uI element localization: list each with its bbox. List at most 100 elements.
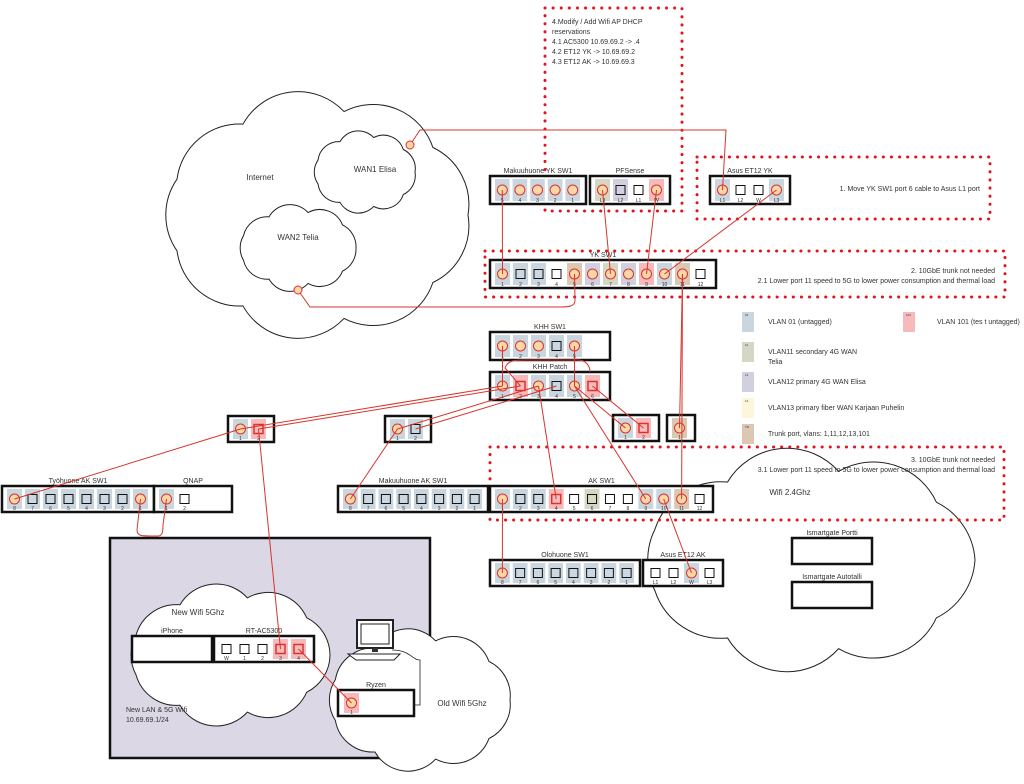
- port-label: 2: [642, 435, 645, 441]
- port: 3: [583, 563, 599, 586]
- port: 5: [569, 494, 580, 512]
- port-socket-icon: [27, 494, 38, 504]
- port-label: 5: [67, 506, 70, 512]
- device-title: Ryzen: [366, 682, 386, 689]
- port: 8: [7, 489, 22, 512]
- internet-cloud-label: Internet: [246, 173, 274, 182]
- lan-area-label: New LAN & 5G Wifi: [126, 707, 188, 714]
- port-socket-icon: [239, 644, 250, 654]
- port: 2: [513, 263, 528, 288]
- device-title: RT-AC5300: [246, 628, 283, 635]
- port-label: 2: [554, 198, 557, 204]
- port: 4: [291, 639, 306, 662]
- port: 3: [531, 335, 546, 360]
- device-box: [130, 634, 214, 664]
- port-socket-icon: [569, 494, 580, 504]
- port-label: 1: [139, 506, 142, 512]
- wan-modem-port-icon: [405, 140, 415, 150]
- port: 2: [257, 644, 268, 662]
- device-title: iPhone: [161, 628, 183, 635]
- port-label: L3: [774, 198, 780, 204]
- port-label: 1: [165, 506, 168, 512]
- port: 1: [344, 693, 359, 716]
- port: 4: [549, 335, 564, 360]
- port-label: 3: [103, 506, 106, 512]
- legend-swatch: [742, 312, 754, 332]
- cable: [240, 385, 503, 430]
- port-socket-icon: [515, 269, 526, 279]
- port-socket-icon: [694, 494, 705, 504]
- port-label: 1: [625, 580, 628, 586]
- port: 3: [531, 263, 546, 288]
- port-label: 3: [537, 354, 540, 360]
- port: W: [684, 563, 699, 586]
- port-connected-icon: [533, 340, 544, 352]
- port: 7: [512, 563, 528, 586]
- port-label: W: [224, 656, 229, 662]
- legend-tag: 11: [745, 343, 748, 347]
- port: 1: [390, 419, 405, 442]
- wan-modem-port-icon: [293, 285, 303, 295]
- port-label: 3: [279, 656, 282, 662]
- device-portti: Ismartgate Portti: [790, 530, 874, 566]
- note-yk-trunk-line: 2. 10GbE trunk not needed: [911, 268, 995, 275]
- port-label: 6: [49, 506, 52, 512]
- port-socket-icon: [257, 644, 268, 654]
- port: L3: [704, 568, 715, 586]
- port: 1: [618, 418, 633, 441]
- port: 3: [530, 489, 546, 512]
- port: 2: [115, 489, 130, 512]
- device-title: Asus ET12 AK: [660, 552, 705, 559]
- port: 2: [449, 489, 465, 512]
- wan2-telia-cloud-label: WAN2 Telia: [277, 233, 319, 242]
- cable: [258, 385, 521, 430]
- port-label: 7: [31, 506, 34, 512]
- port-label: 3: [536, 198, 539, 204]
- port-socket-icon: [434, 494, 445, 504]
- port: 2: [512, 489, 528, 512]
- note-dhcp-reservations-line: reservations: [552, 29, 591, 36]
- lan-area-subnet: 10.69.69.1/24: [126, 717, 169, 724]
- port: 4: [566, 563, 581, 586]
- port: 6: [43, 489, 58, 512]
- port: 10: [656, 489, 672, 512]
- port-label: 1: [501, 282, 504, 288]
- port: 12: [695, 269, 706, 288]
- device-wall4: 1: [665, 413, 697, 443]
- port-label: 5: [554, 580, 557, 586]
- port-socket-icon: [533, 269, 544, 279]
- device-title: Makuuhuone AK SW1: [379, 478, 448, 485]
- port: 4: [414, 489, 429, 512]
- cable: [592, 385, 644, 429]
- port: 4: [512, 179, 528, 204]
- port-label: 2: [261, 656, 264, 662]
- legend-label: VLAN 01 (untagged): [768, 319, 832, 326]
- port-label: L3: [600, 198, 606, 204]
- port-label: 4: [420, 506, 423, 512]
- port-connected-icon: [623, 268, 634, 280]
- port-socket-icon: [221, 644, 232, 654]
- port-label: L2: [738, 198, 744, 204]
- port-label: 1: [678, 435, 681, 441]
- cable: [664, 189, 777, 275]
- port-connected-icon: [514, 184, 526, 196]
- port-label: 10: [662, 282, 668, 288]
- devices: Makuuhuone YK SW154321PFSenseL3L2L1WAsus…: [0, 168, 874, 718]
- note-move-cable-line: 1. Move YK SW1 port 6 cable to Asus L1 p…: [840, 186, 980, 193]
- device-box: [336, 484, 490, 514]
- wan2-telia-cloud: WAN2 Telia: [239, 204, 357, 292]
- cable: [298, 648, 352, 704]
- port-socket-icon: [695, 269, 706, 279]
- port: 3: [97, 489, 112, 512]
- port: 3: [530, 179, 545, 204]
- port-vlan-color: [613, 179, 628, 201]
- wan1-elisa-cloud: WAN1 Elisa: [313, 130, 416, 214]
- legend-label: VLAN 101 (tes t untagged): [937, 319, 1020, 326]
- port-socket-icon: [615, 185, 626, 195]
